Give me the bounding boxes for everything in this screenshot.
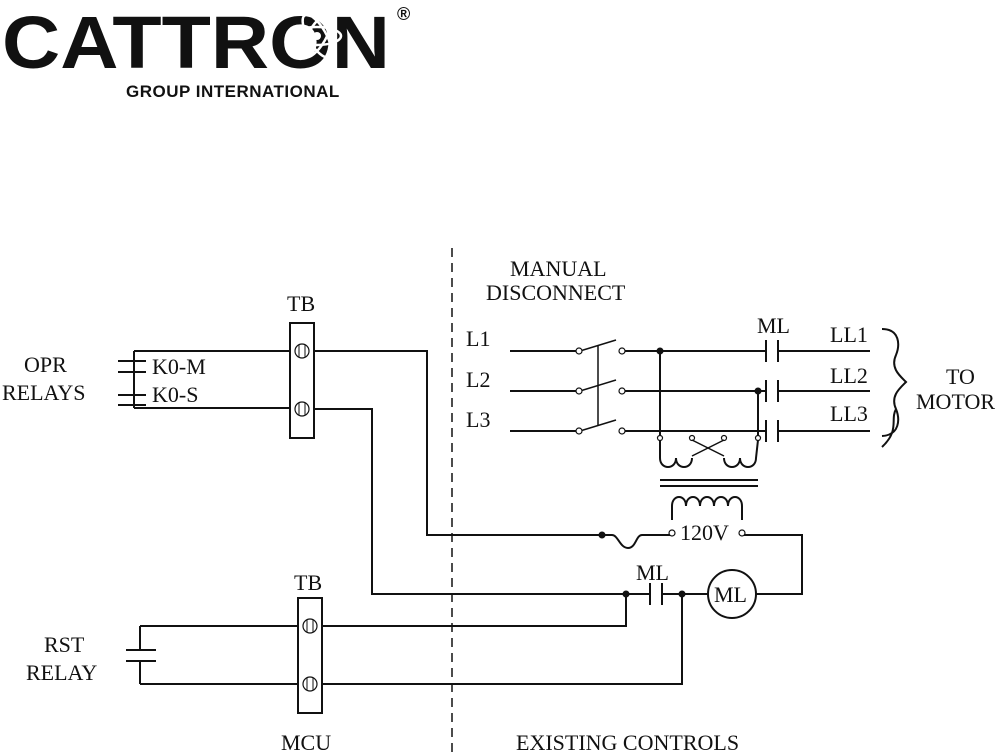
opr-label-2: RELAYS <box>2 380 86 405</box>
existing-controls-label: EXISTING CONTROLS <box>516 730 739 755</box>
ll1-label: LL1 <box>830 322 868 347</box>
rst-label-2: RELAY <box>26 660 97 685</box>
registered-mark: ® <box>397 4 410 24</box>
logo-subtitle: GROUP INTERNATIONAL <box>126 82 340 101</box>
to-motor-label-2: MOTOR <box>916 389 995 414</box>
power-lines <box>510 340 766 436</box>
voltage-label: 120V <box>680 520 729 545</box>
motor-brace <box>882 329 906 447</box>
rst-relay-contact <box>126 626 300 684</box>
ml-contacts-label: ML <box>757 313 790 338</box>
terminal-block-top <box>290 323 314 438</box>
ml-aux-contact <box>626 583 682 605</box>
ml-main-contacts <box>766 340 870 442</box>
control-wiring <box>314 351 802 684</box>
l3-label: L3 <box>466 407 490 432</box>
ml-coil-label: ML <box>714 582 747 607</box>
ll2-label: LL2 <box>830 363 868 388</box>
terminal-block-bottom <box>298 598 322 713</box>
l1-label: L1 <box>466 326 490 351</box>
manual-disconnect-label-2: DISCONNECT <box>486 280 626 305</box>
ml-aux-label: ML <box>636 560 669 585</box>
tb-top-label: TB <box>287 291 315 316</box>
diagram-labels: TB OPR RELAYS K0-M K0-S MANUAL DISCONNEC… <box>2 256 995 755</box>
k0m-label: K0-M <box>152 354 206 379</box>
rst-label-1: RST <box>44 632 85 657</box>
opr-label-1: OPR <box>24 352 67 377</box>
mcu-label: MCU <box>281 730 331 755</box>
to-motor-label-1: TO <box>946 364 975 389</box>
k0s-label: K0-S <box>152 382 198 407</box>
cattron-logo: CATTRON ® GROUP INTERNATIONAL <box>2 1 410 101</box>
ll3-label: LL3 <box>830 401 868 426</box>
l2-label: L2 <box>466 367 490 392</box>
tb-bottom-label: TB <box>294 570 322 595</box>
manual-disconnect-label-1: MANUAL <box>510 256 607 281</box>
